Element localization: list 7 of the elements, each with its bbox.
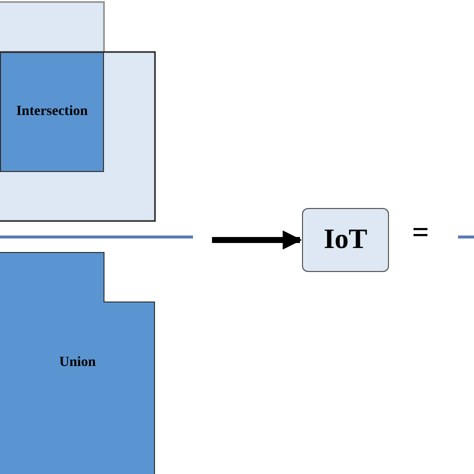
equals-sign: = — [412, 218, 430, 248]
node-label: IoT — [324, 224, 368, 256]
arrow — [212, 230, 302, 250]
iot-box — [302, 208, 389, 272]
intersection-box — [0, 52, 104, 172]
node-label: Intersection — [16, 104, 88, 120]
node-label: Union — [59, 355, 96, 371]
